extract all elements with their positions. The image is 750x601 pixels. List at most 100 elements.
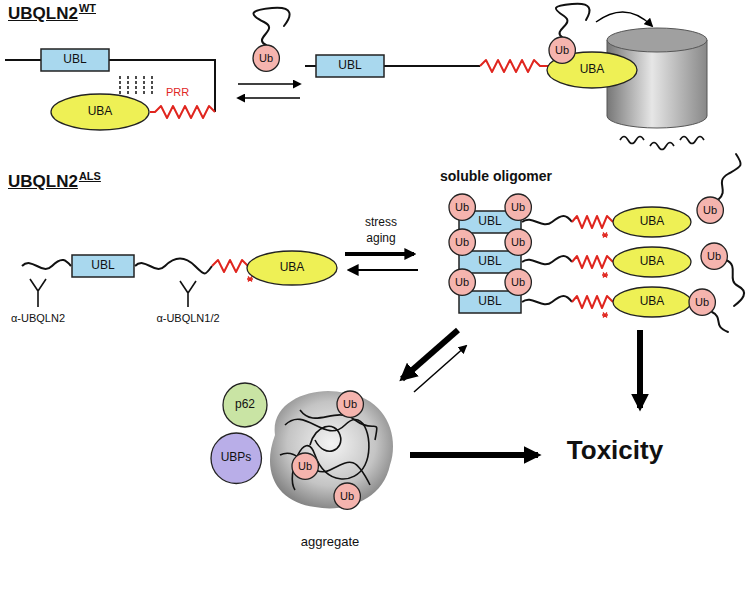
polyubiquitin-chain — [718, 154, 741, 200]
domain-ellipse — [51, 94, 149, 130]
mutation-mark — [247, 277, 253, 282]
domain-ellipse — [549, 37, 575, 63]
mutation-mark — [247, 233, 608, 318]
ubiquitin: Ub — [688, 288, 716, 316]
antibody-symbol — [180, 281, 196, 307]
domain-ellipse — [505, 269, 531, 295]
protein-backbone — [522, 256, 572, 264]
node-label: UBA — [640, 295, 665, 309]
prr-region — [150, 106, 215, 118]
peptide-fragments — [620, 137, 704, 150]
node-label: UBL — [63, 53, 86, 67]
node-label: Ub — [343, 398, 357, 411]
reaction-arrow — [238, 12, 652, 455]
protein-name: UBQLN2 — [8, 172, 78, 192]
prr-region — [572, 256, 613, 268]
reaction-arrow — [349, 269, 418, 271]
tangled-chain — [310, 426, 341, 451]
protein-backbone — [22, 260, 71, 269]
node-label: UBA — [580, 63, 605, 77]
domain-ellipse — [505, 194, 531, 220]
prr-region — [572, 216, 613, 228]
domain-ellipse — [697, 197, 723, 223]
domain-ellipse — [613, 247, 691, 277]
domain-box — [41, 49, 109, 71]
ubl-domain: UBL — [71, 254, 135, 278]
tangled-chain — [300, 410, 377, 440]
reaction-arrow — [414, 346, 466, 392]
ubiquitin: Ub — [336, 390, 364, 418]
tangled-chain — [280, 453, 370, 485]
peptide-fragments — [680, 137, 704, 144]
domain-ellipse — [449, 269, 475, 295]
polyubiquitin-chain — [556, 4, 590, 37]
proteasome — [607, 28, 707, 52]
reaction-arrow — [238, 97, 300, 99]
contact-ticks — [120, 76, 152, 95]
uba-domain: UBA — [246, 250, 338, 286]
prr-region — [150, 60, 613, 308]
node-label: Ub — [455, 201, 469, 214]
ubiquitin: Ub — [504, 228, 532, 256]
domain-ellipse — [334, 483, 360, 509]
prr-region — [572, 296, 613, 308]
domain-ellipse — [253, 45, 279, 71]
prr-region — [480, 60, 548, 72]
ubiquitin: Ub — [504, 268, 532, 296]
domain-ellipse — [613, 287, 691, 317]
tangled-chain — [285, 419, 369, 490]
node-label: UBA — [280, 261, 305, 275]
protein-backbone — [5, 60, 572, 304]
domain-ellipse — [292, 453, 318, 479]
peptide-fragments — [620, 137, 644, 144]
reaction-arrow — [345, 252, 414, 256]
node-label: Ub — [298, 460, 312, 473]
variant-superscript: ALS — [79, 170, 101, 183]
ubiquitin: Ub — [696, 196, 724, 224]
node-label: UBA — [640, 215, 665, 229]
domain-ellipse — [449, 229, 475, 255]
protein-backbone — [522, 296, 572, 304]
domain-box — [316, 55, 384, 77]
node-label: Ub — [340, 490, 354, 503]
protein-backbone — [522, 216, 572, 224]
node-label: Ub — [707, 250, 721, 263]
domain-ellipse — [689, 289, 715, 315]
state-label: soluble oligomer — [440, 168, 552, 184]
ubiquitin: Ub — [700, 242, 728, 270]
polyubiquitin-chain — [726, 260, 744, 306]
reaction-arrow — [238, 83, 300, 85]
domain-ellipse — [505, 229, 531, 255]
node-label: Ub — [259, 52, 273, 65]
mutation-mark — [602, 313, 608, 318]
domain-ellipse — [337, 391, 363, 417]
reaction-arrow — [402, 330, 458, 379]
ubl-domain: UBL — [40, 48, 110, 72]
antibody-label: α-UBQLN1/2 — [156, 312, 219, 325]
variant-superscript: WT — [79, 2, 96, 15]
uba-domain: UBA — [50, 93, 150, 131]
uba-domain: UBA — [612, 286, 692, 318]
peptide-fragments — [650, 143, 674, 150]
node-label: Ub — [511, 236, 525, 249]
node-label: UBA — [88, 105, 113, 119]
contact-ticks — [120, 76, 152, 95]
node-label: Ub — [511, 201, 525, 214]
outcome-label: Toxicity — [567, 436, 663, 466]
node-label: UBL — [338, 59, 361, 73]
node-label: UBL — [478, 255, 501, 269]
mutation-mark — [602, 233, 608, 238]
ubiquitin: Ub — [548, 36, 576, 64]
domain-ellipse — [247, 251, 337, 285]
domain-ellipse — [449, 194, 475, 220]
domain-label: PRR — [166, 86, 189, 99]
ubl-domain: UBL — [315, 54, 385, 78]
mutation-mark — [602, 273, 608, 278]
reaction-arrow — [596, 12, 652, 26]
node-label: UBL — [91, 259, 114, 273]
reaction-arrow — [410, 452, 538, 458]
prr-region — [212, 260, 248, 272]
aggregate-blob-outline — [255, 385, 405, 550]
node-label: Ub — [455, 236, 469, 249]
